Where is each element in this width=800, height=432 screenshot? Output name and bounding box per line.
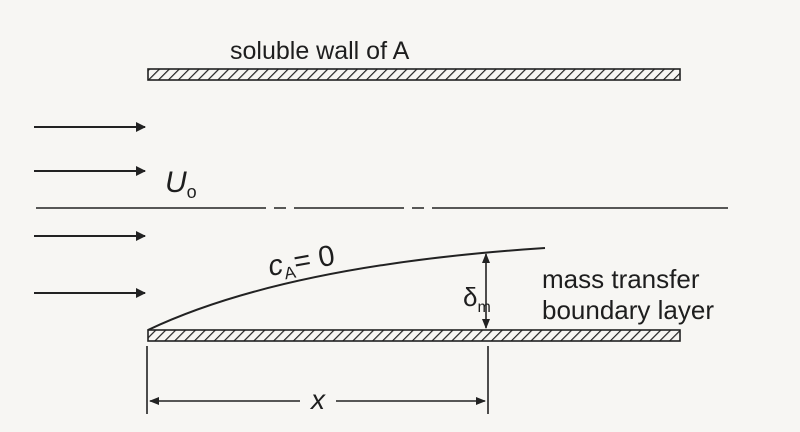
thickness-subscript: m bbox=[477, 299, 490, 316]
layer-label-line-1: mass transfer bbox=[542, 264, 700, 294]
velocity-subscript: o bbox=[187, 182, 197, 202]
concentration-value: = 0 bbox=[291, 240, 337, 279]
concentration-symbol: c bbox=[266, 249, 286, 283]
top-wall bbox=[147, 68, 681, 81]
distance-label: x bbox=[309, 384, 326, 415]
layer-label-line-2: boundary layer bbox=[542, 295, 714, 325]
title-label: soluble wall of A bbox=[230, 37, 410, 65]
concentration-subscript: A bbox=[283, 263, 298, 284]
boundary-layer-curve bbox=[147, 247, 546, 331]
bottom-wall bbox=[147, 329, 681, 342]
thickness-label: δm bbox=[463, 282, 491, 316]
thickness-symbol: δ bbox=[463, 282, 477, 312]
concentration-label: cA= 0 bbox=[266, 240, 338, 286]
velocity-label: Uo bbox=[165, 166, 197, 202]
velocity-symbol: U bbox=[165, 166, 187, 199]
